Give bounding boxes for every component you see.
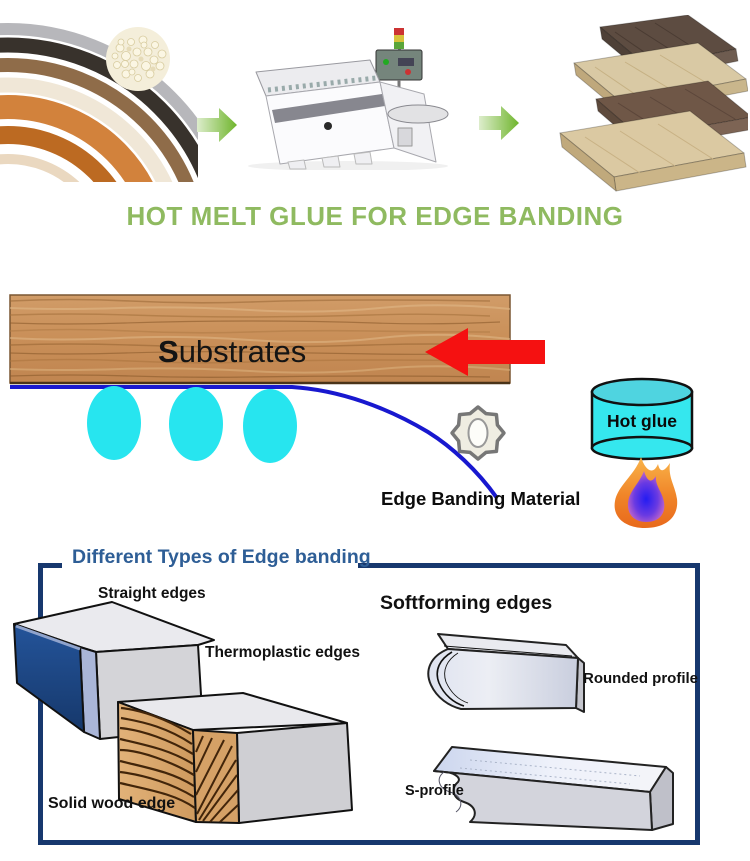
banding-strip-line xyxy=(10,385,499,500)
glue-pot-icon: Hot glue xyxy=(590,377,694,461)
flow-arrow-right-icon xyxy=(479,106,519,140)
flow-arrow-right-icon xyxy=(197,108,237,142)
machine-shadow xyxy=(248,161,448,170)
solid-wood-edge-box xyxy=(117,692,353,824)
substrate-board: Substrates xyxy=(9,294,511,385)
glue-dot xyxy=(169,387,223,461)
wood-grain-end xyxy=(195,735,239,823)
s-profile-bar xyxy=(433,746,674,831)
banding-roll-arcs xyxy=(0,23,198,182)
rounded-profile-bar xyxy=(427,633,585,713)
substrates-label: Substrates xyxy=(158,334,306,369)
s-profile-label: S-profile xyxy=(405,783,464,799)
types-section-border xyxy=(38,563,700,845)
process-diagram: Substrates Hot glue xyxy=(9,294,694,528)
trimming-cutter-icon xyxy=(450,405,506,461)
feed-arrow-left-icon xyxy=(425,328,545,376)
page-title: HOT MELT GLUE FOR EDGE BANDING xyxy=(126,201,624,231)
types-section-title: Different Types of Edge banding xyxy=(72,546,371,568)
machine-body xyxy=(255,59,449,170)
thermoplastic-edges-label: Thermoplastic edges xyxy=(205,644,361,661)
edge-banding-material-label: Edge Banding Material xyxy=(381,488,581,509)
banded-boards-photo xyxy=(559,15,748,192)
glue-dots-icon xyxy=(87,386,297,463)
glue-dot xyxy=(243,389,297,463)
hot-glue-label: Hot glue xyxy=(607,411,677,431)
solid-wood-edge-label: Solid wood edge xyxy=(48,795,176,812)
edge-type-illustrations xyxy=(13,601,674,831)
glue-dot xyxy=(87,386,141,460)
edge-banding-machine-photo xyxy=(248,28,449,170)
rounded-profile-label: Rounded profile xyxy=(583,670,698,687)
wood-grain-front xyxy=(119,706,196,809)
wood-grain-lines xyxy=(10,298,510,378)
edge-banding-rolls-photo xyxy=(0,23,198,182)
flame-icon xyxy=(614,457,678,528)
softforming-edges-label: Softforming edges xyxy=(380,592,553,614)
straight-edges-label: Straight edges xyxy=(98,585,206,602)
types-title-mask xyxy=(62,560,358,573)
glue-granules-icon xyxy=(106,27,170,91)
board-oak xyxy=(559,110,747,192)
